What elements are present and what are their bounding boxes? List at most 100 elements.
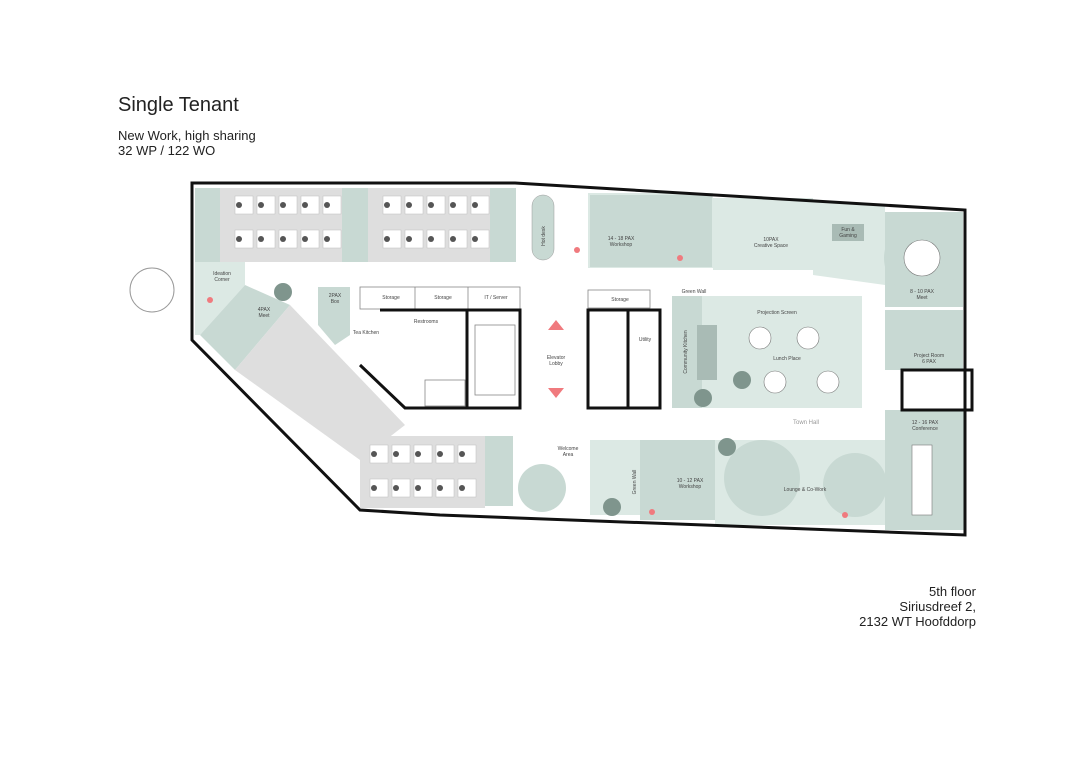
chair xyxy=(459,485,465,491)
fun-gaming-sign xyxy=(832,224,864,241)
desk xyxy=(278,229,298,249)
desk xyxy=(256,195,276,215)
chair xyxy=(258,236,264,242)
label-restrooms: Restrooms xyxy=(414,319,439,325)
chair xyxy=(450,236,456,242)
street-label: Siriusdreef 2, xyxy=(899,599,976,614)
chair xyxy=(415,485,421,491)
chair xyxy=(437,451,443,457)
chair xyxy=(384,236,390,242)
accent-seat xyxy=(574,247,580,253)
desk xyxy=(470,229,490,249)
furniture xyxy=(207,194,941,518)
plant-icon xyxy=(274,283,292,301)
accent-seat xyxy=(842,512,848,518)
chair xyxy=(280,202,286,208)
desk xyxy=(404,195,424,215)
desk xyxy=(448,195,468,215)
desk xyxy=(322,195,342,215)
desk xyxy=(413,444,433,464)
desk xyxy=(435,444,455,464)
desk xyxy=(234,229,254,249)
label-storage: Storage xyxy=(434,295,452,301)
label-green-wall: Green Wall xyxy=(632,470,638,495)
kitchen-island xyxy=(697,325,717,380)
chair xyxy=(472,202,478,208)
plan-subtitle: New Work, high sharing 32 WP / 122 WO xyxy=(118,128,256,158)
desk xyxy=(426,195,446,215)
label-storage: Storage xyxy=(382,295,400,301)
floor-label: 5th floor xyxy=(929,584,976,599)
desk xyxy=(435,478,455,498)
plant-icon xyxy=(718,438,736,456)
building-outline xyxy=(190,181,967,537)
desk xyxy=(448,229,468,249)
chair xyxy=(393,485,399,491)
meeting-table xyxy=(903,239,941,277)
chair xyxy=(393,451,399,457)
chair xyxy=(415,451,421,457)
label-town-hall: Town Hall xyxy=(793,420,819,426)
accent-seat xyxy=(207,297,213,303)
desk xyxy=(322,229,342,249)
desk xyxy=(391,444,411,464)
chair xyxy=(384,202,390,208)
chair xyxy=(258,202,264,208)
chair xyxy=(371,485,377,491)
plant-icon xyxy=(603,498,621,516)
desk xyxy=(382,229,402,249)
chair xyxy=(428,236,434,242)
round-table xyxy=(816,370,840,394)
desk xyxy=(382,195,402,215)
desk xyxy=(457,444,477,464)
round-table xyxy=(796,326,820,350)
chair xyxy=(437,485,443,491)
round-table xyxy=(763,370,787,394)
plant-icon xyxy=(694,389,712,407)
chair xyxy=(428,202,434,208)
chair xyxy=(406,202,412,208)
desk xyxy=(234,195,254,215)
chair xyxy=(236,202,242,208)
desk xyxy=(300,195,320,215)
chair xyxy=(302,202,308,208)
desk xyxy=(426,229,446,249)
address-block: 5th floor Siriusdreef 2, 2132 WT Hoofddo… xyxy=(859,584,976,629)
hot-desk-table xyxy=(531,194,555,261)
chair xyxy=(236,236,242,242)
desk xyxy=(278,195,298,215)
desk xyxy=(256,229,276,249)
desk xyxy=(369,478,389,498)
accent-seat xyxy=(649,509,655,515)
accent-seat xyxy=(677,255,683,261)
chair xyxy=(280,236,286,242)
chair xyxy=(324,202,330,208)
label-green-wall: Green Wall xyxy=(682,289,707,295)
elevator-down-icon xyxy=(548,388,564,398)
round-table xyxy=(748,326,772,350)
city-label: 2132 WT Hoofddorp xyxy=(859,614,976,629)
label-utility: Utility xyxy=(639,337,652,343)
spiral-stair xyxy=(129,267,175,313)
label-community-kitchen: Community Kitchen xyxy=(683,330,689,374)
label-lunch-place: Lunch Place xyxy=(773,356,801,362)
chair xyxy=(472,236,478,242)
chair xyxy=(324,236,330,242)
conference-table xyxy=(911,444,933,516)
desk xyxy=(470,195,490,215)
desk xyxy=(300,229,320,249)
desk xyxy=(404,229,424,249)
label-storage: Storage xyxy=(611,297,629,303)
label-tea-kitchen: Tea Kitchen xyxy=(353,330,379,336)
label-hot-desk: Hot desk xyxy=(541,226,547,246)
